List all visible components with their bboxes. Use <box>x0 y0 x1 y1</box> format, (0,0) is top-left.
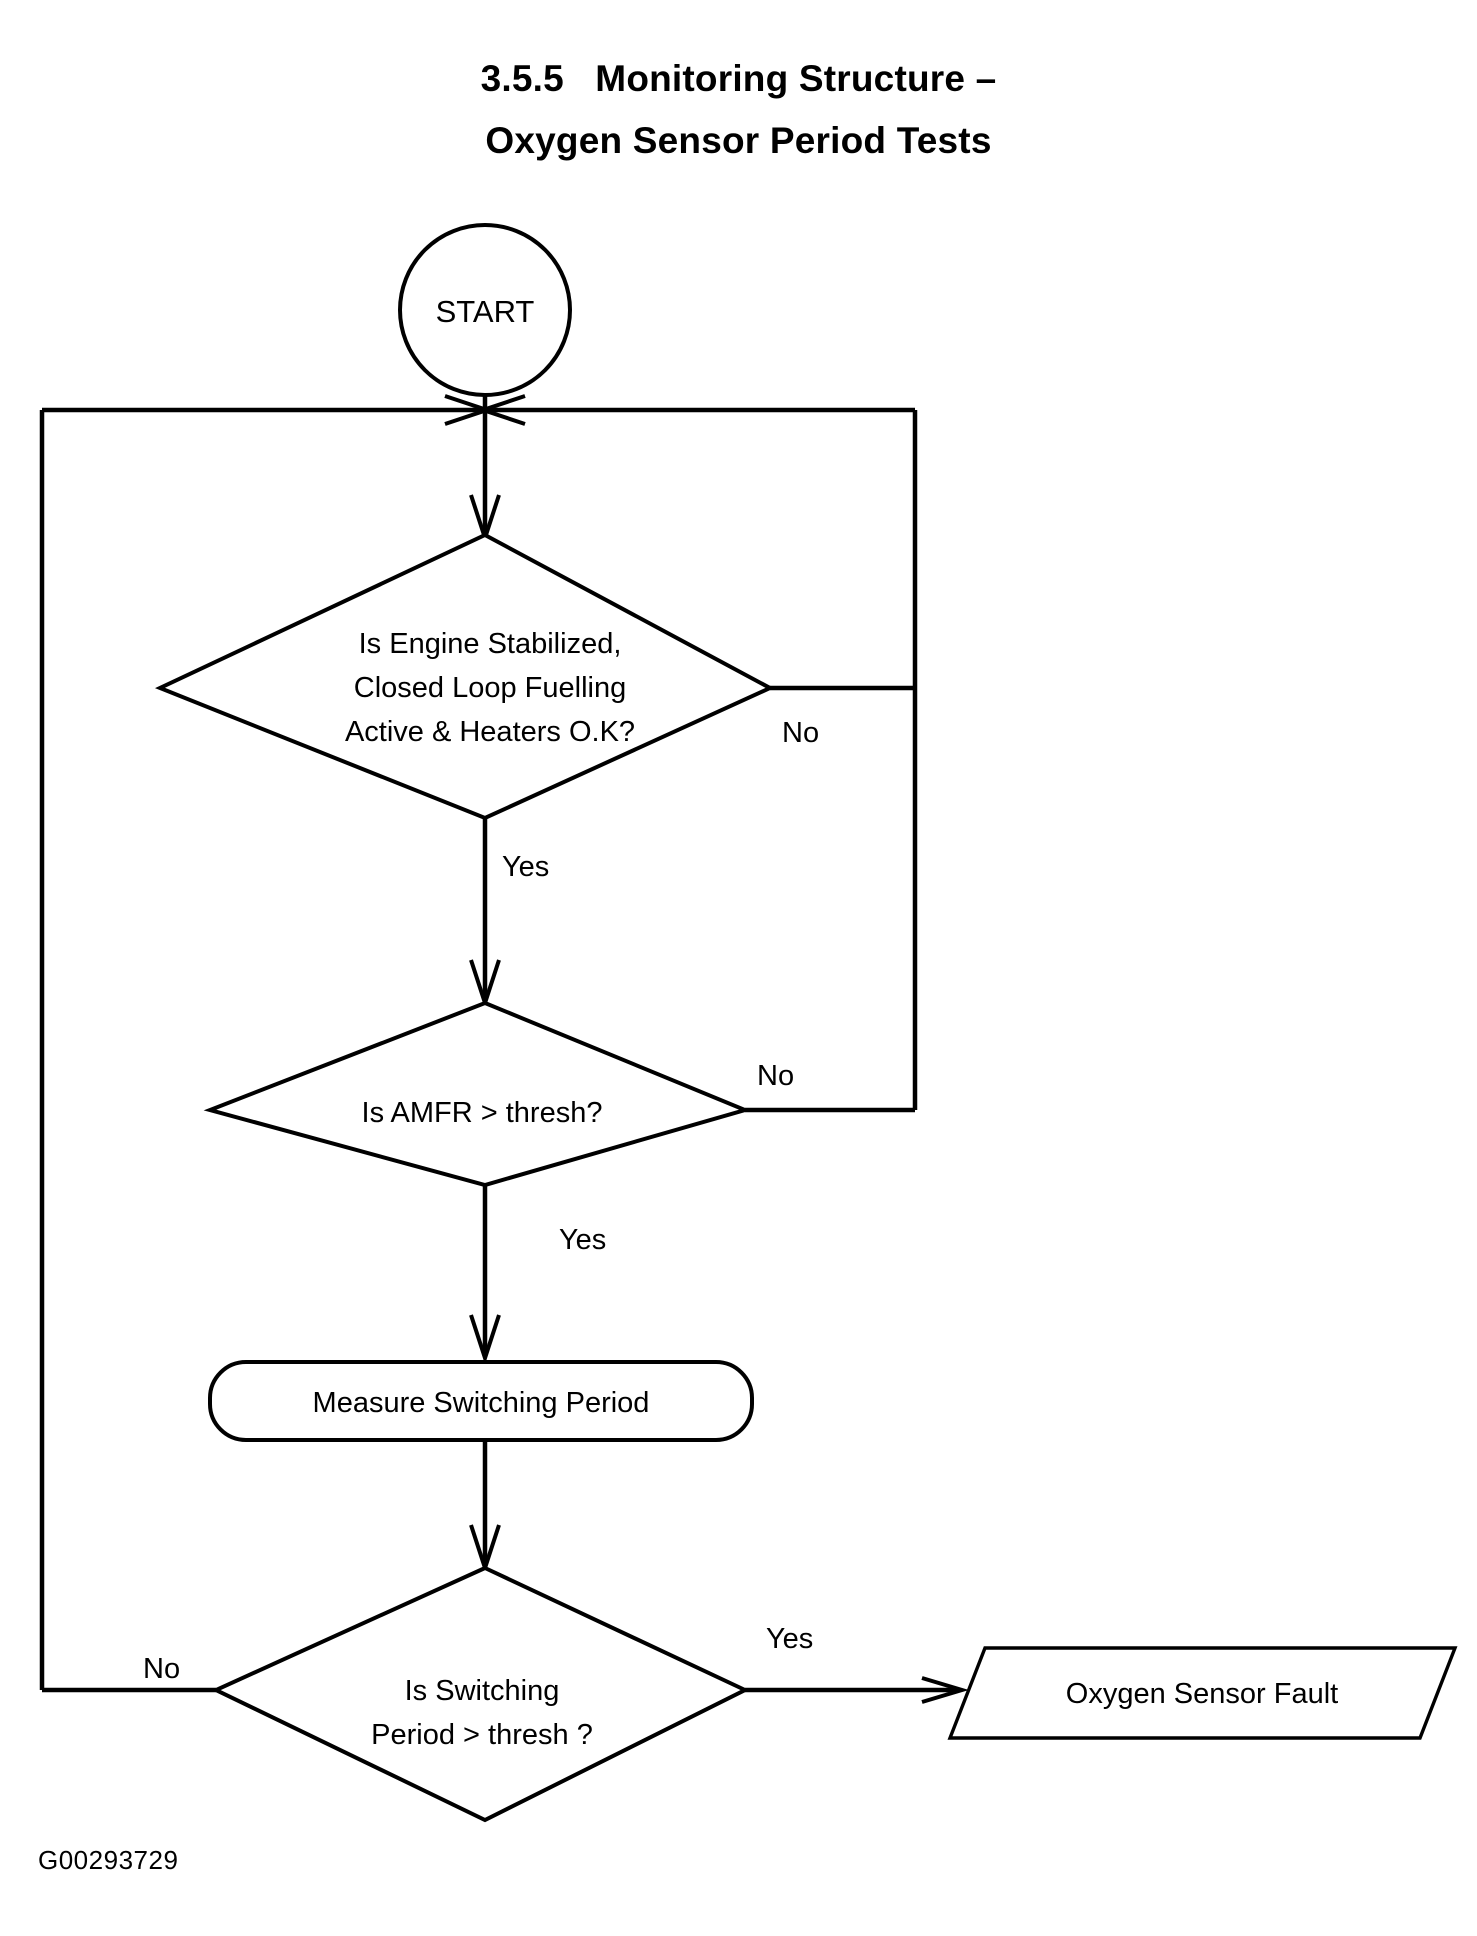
page-title-line-1: 3.5.5 Monitoring Structure – <box>480 58 997 99</box>
node-start-label: START <box>436 294 535 329</box>
arrowhead-amfr-yes <box>469 1314 501 1365</box>
edge-label-amfr-no: No <box>757 1060 794 1092</box>
node-start[interactable] <box>398 223 572 397</box>
node-output-fault-label: Oxygen Sensor Fault <box>1066 1678 1338 1710</box>
node-decision-engine-label-1: Is Engine Stabilized, <box>359 628 622 660</box>
node-decision-period[interactable] <box>211 1565 750 1823</box>
edge-label-engine-no: No <box>782 717 819 749</box>
page-title-line-2: Oxygen Sensor Period Tests <box>485 120 992 161</box>
node-decision-amfr-label: Is AMFR > thresh? <box>362 1097 603 1129</box>
edge-label-amfr-yes: Yes <box>559 1224 606 1256</box>
arrowhead-period-yes <box>921 1676 969 1704</box>
node-output-fault[interactable] <box>947 1646 1458 1740</box>
figure-title-block: 3.5.5 Monitoring Structure – Oxygen Sens… <box>0 48 1477 172</box>
figure-reference-code: G00293729 <box>38 1845 179 1875</box>
node-decision-period-label-2: Period > thresh ? <box>371 1719 593 1751</box>
edge-label-period-yes: Yes <box>766 1623 813 1655</box>
node-decision-engine[interactable] <box>154 532 775 821</box>
node-decision-engine-label-3: Active & Heaters O.K? <box>345 716 635 748</box>
edge-label-period-no: No <box>143 1653 180 1685</box>
node-process-measure-label: Measure Switching Period <box>313 1387 650 1419</box>
node-decision-period-label-1: Is Switching <box>405 1675 560 1707</box>
node-decision-engine-label-2: Closed Loop Fuelling <box>354 672 626 704</box>
edge-label-engine-yes: Yes <box>502 851 549 883</box>
node-decision-amfr[interactable] <box>203 1000 752 1188</box>
node-process-measure[interactable] <box>208 1360 754 1442</box>
